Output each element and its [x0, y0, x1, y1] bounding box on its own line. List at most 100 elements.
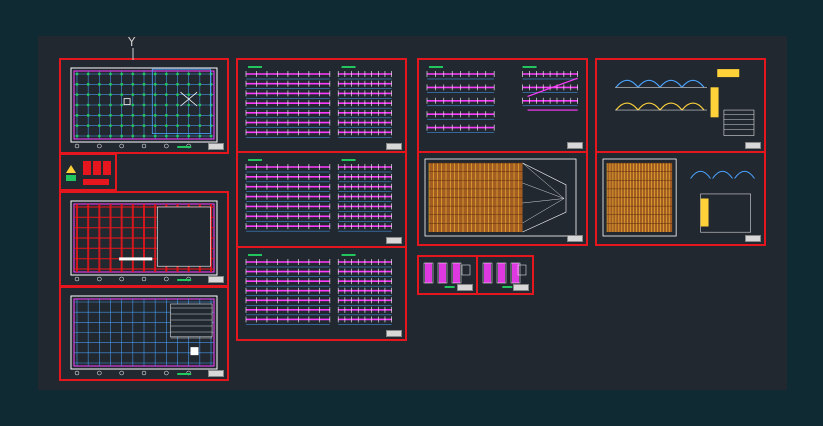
column-dot [198, 103, 202, 107]
sheet-framing-plan[interactable] [59, 286, 229, 381]
title-block [208, 143, 224, 150]
grid-bubble [97, 370, 102, 376]
title-block [745, 235, 761, 242]
column-dot [131, 103, 135, 107]
title-block [567, 142, 583, 149]
arch-section [615, 79, 639, 88]
column-dot [164, 124, 168, 128]
sheet-legend[interactable] [59, 153, 117, 191]
column-dot [86, 103, 90, 107]
column-dot [97, 82, 101, 86]
column-elevation [700, 198, 709, 227]
column-dot [187, 113, 191, 117]
arch-section [659, 79, 683, 88]
column-dot [97, 72, 101, 76]
column-dot [131, 113, 135, 117]
column-dot [120, 82, 124, 86]
legend-swatch [83, 179, 109, 185]
sheet-roof-detail[interactable] [595, 151, 766, 246]
grid-bubble [119, 276, 124, 282]
column-dot [176, 134, 179, 138]
slab-plan-drawing [70, 200, 218, 282]
column-dot [109, 82, 112, 86]
sheet-column-details-2[interactable] [476, 255, 534, 295]
arch-section [681, 102, 705, 111]
arch-section [659, 102, 683, 111]
column-dot [198, 82, 202, 86]
ucs-axis-icon [132, 48, 134, 60]
inclined-beam [527, 77, 578, 97]
column-dot [86, 93, 90, 97]
sheet-beam-details-2[interactable] [236, 151, 407, 248]
column-dot [131, 134, 135, 138]
column-dot [109, 103, 112, 107]
column-dot [187, 124, 191, 128]
column-dot [176, 103, 179, 107]
sheet-arch-sections[interactable] [595, 58, 766, 153]
column-dot [109, 134, 112, 138]
section-tag [522, 66, 537, 68]
legend-drawing [66, 161, 111, 185]
roof-detail-drawing [602, 158, 755, 237]
column-dot [164, 72, 168, 76]
column-dot [109, 124, 112, 128]
column-elevation [512, 263, 519, 283]
grid-bubble [141, 143, 147, 149]
title-block [513, 284, 529, 291]
sheet-beam-details-3[interactable] [236, 246, 407, 341]
beam-details-drawing [245, 159, 392, 232]
roof-outline [424, 158, 577, 237]
sheet-foundation-plan[interactable] [59, 58, 229, 154]
sheet-beam-details-1[interactable] [236, 58, 407, 154]
column-dot [198, 72, 202, 76]
column-dot [120, 113, 124, 117]
column-details-drawing [482, 262, 527, 288]
arch-section [734, 170, 755, 179]
column-dot [187, 82, 191, 86]
sheet-roof-plan[interactable] [417, 151, 588, 246]
arch-section [637, 102, 661, 111]
column-dot [187, 103, 191, 107]
arch-sections-drawing [615, 69, 755, 136]
void-cross [180, 91, 198, 107]
column-dot [75, 113, 79, 117]
north-symbol [190, 347, 199, 356]
hip-line [522, 162, 565, 199]
column-detail [710, 87, 719, 118]
legend-symbol [66, 165, 76, 173]
column-dot [97, 134, 101, 138]
section-box [461, 264, 471, 276]
column-dot [131, 93, 135, 97]
roof-plan-drawing [424, 158, 577, 237]
column-dot [209, 134, 213, 138]
sheet-beam-details-4[interactable] [417, 58, 588, 153]
grid-bubble [74, 143, 80, 149]
title-block [386, 143, 402, 150]
hip-line [522, 182, 565, 199]
sheet-column-details-1[interactable] [417, 255, 478, 295]
column-elevation [453, 263, 460, 283]
scale-bar [444, 286, 455, 288]
section-tag [248, 66, 262, 68]
sheet-slab-plan[interactable] [59, 191, 229, 287]
hip-line [522, 198, 565, 224]
label-bar [119, 257, 153, 261]
column-dot [86, 72, 90, 76]
grid-bubble [97, 143, 102, 149]
column-dot [75, 93, 79, 97]
column-dot [109, 113, 112, 117]
column-dot [131, 82, 135, 86]
column-elevation [498, 263, 505, 283]
column-dot [176, 82, 179, 86]
column-dot [164, 134, 168, 138]
scale-bar [177, 279, 192, 281]
stair-box [123, 98, 131, 106]
column-elevation [425, 263, 432, 283]
section-tag [248, 254, 262, 256]
title-block [457, 284, 473, 291]
column-dot [164, 103, 168, 107]
arch-section [712, 170, 733, 179]
column-outline [437, 262, 448, 284]
column-dot [86, 124, 90, 128]
column-dot [153, 93, 157, 97]
